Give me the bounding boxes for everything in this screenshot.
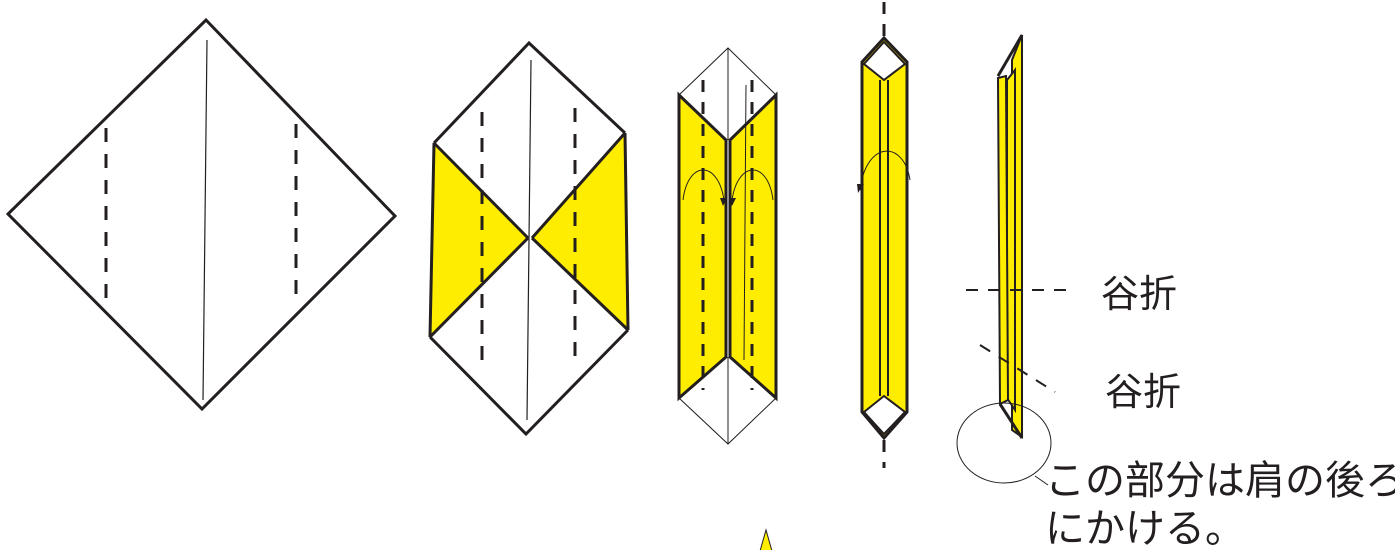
label-note-line-1: この部分は肩の後ろ <box>1045 461 1395 501</box>
partial-yellow-shape <box>760 530 772 550</box>
yellow-flap-right <box>532 133 628 330</box>
paper-outline <box>8 20 395 409</box>
step-2-sides-folded <box>430 43 628 434</box>
yellow-flap-left <box>430 143 528 337</box>
step-5-side-view-with-folds <box>957 35 1068 485</box>
label-valley-fold-1: 谷折 <box>1101 275 1177 313</box>
highlight-circle <box>957 403 1051 483</box>
step-4-strip-folded-in-half <box>857 2 910 468</box>
outline-bottom <box>430 330 628 434</box>
step-3-narrow-strip <box>679 48 776 444</box>
label-note-line-2: にかける。 <box>1045 509 1245 549</box>
step-1-square-diamond <box>8 20 395 409</box>
yellow-strip-back <box>998 76 1008 404</box>
outline-top <box>434 43 625 143</box>
strip-outline <box>862 38 907 438</box>
label-valley-fold-2: 谷折 <box>1105 373 1181 411</box>
